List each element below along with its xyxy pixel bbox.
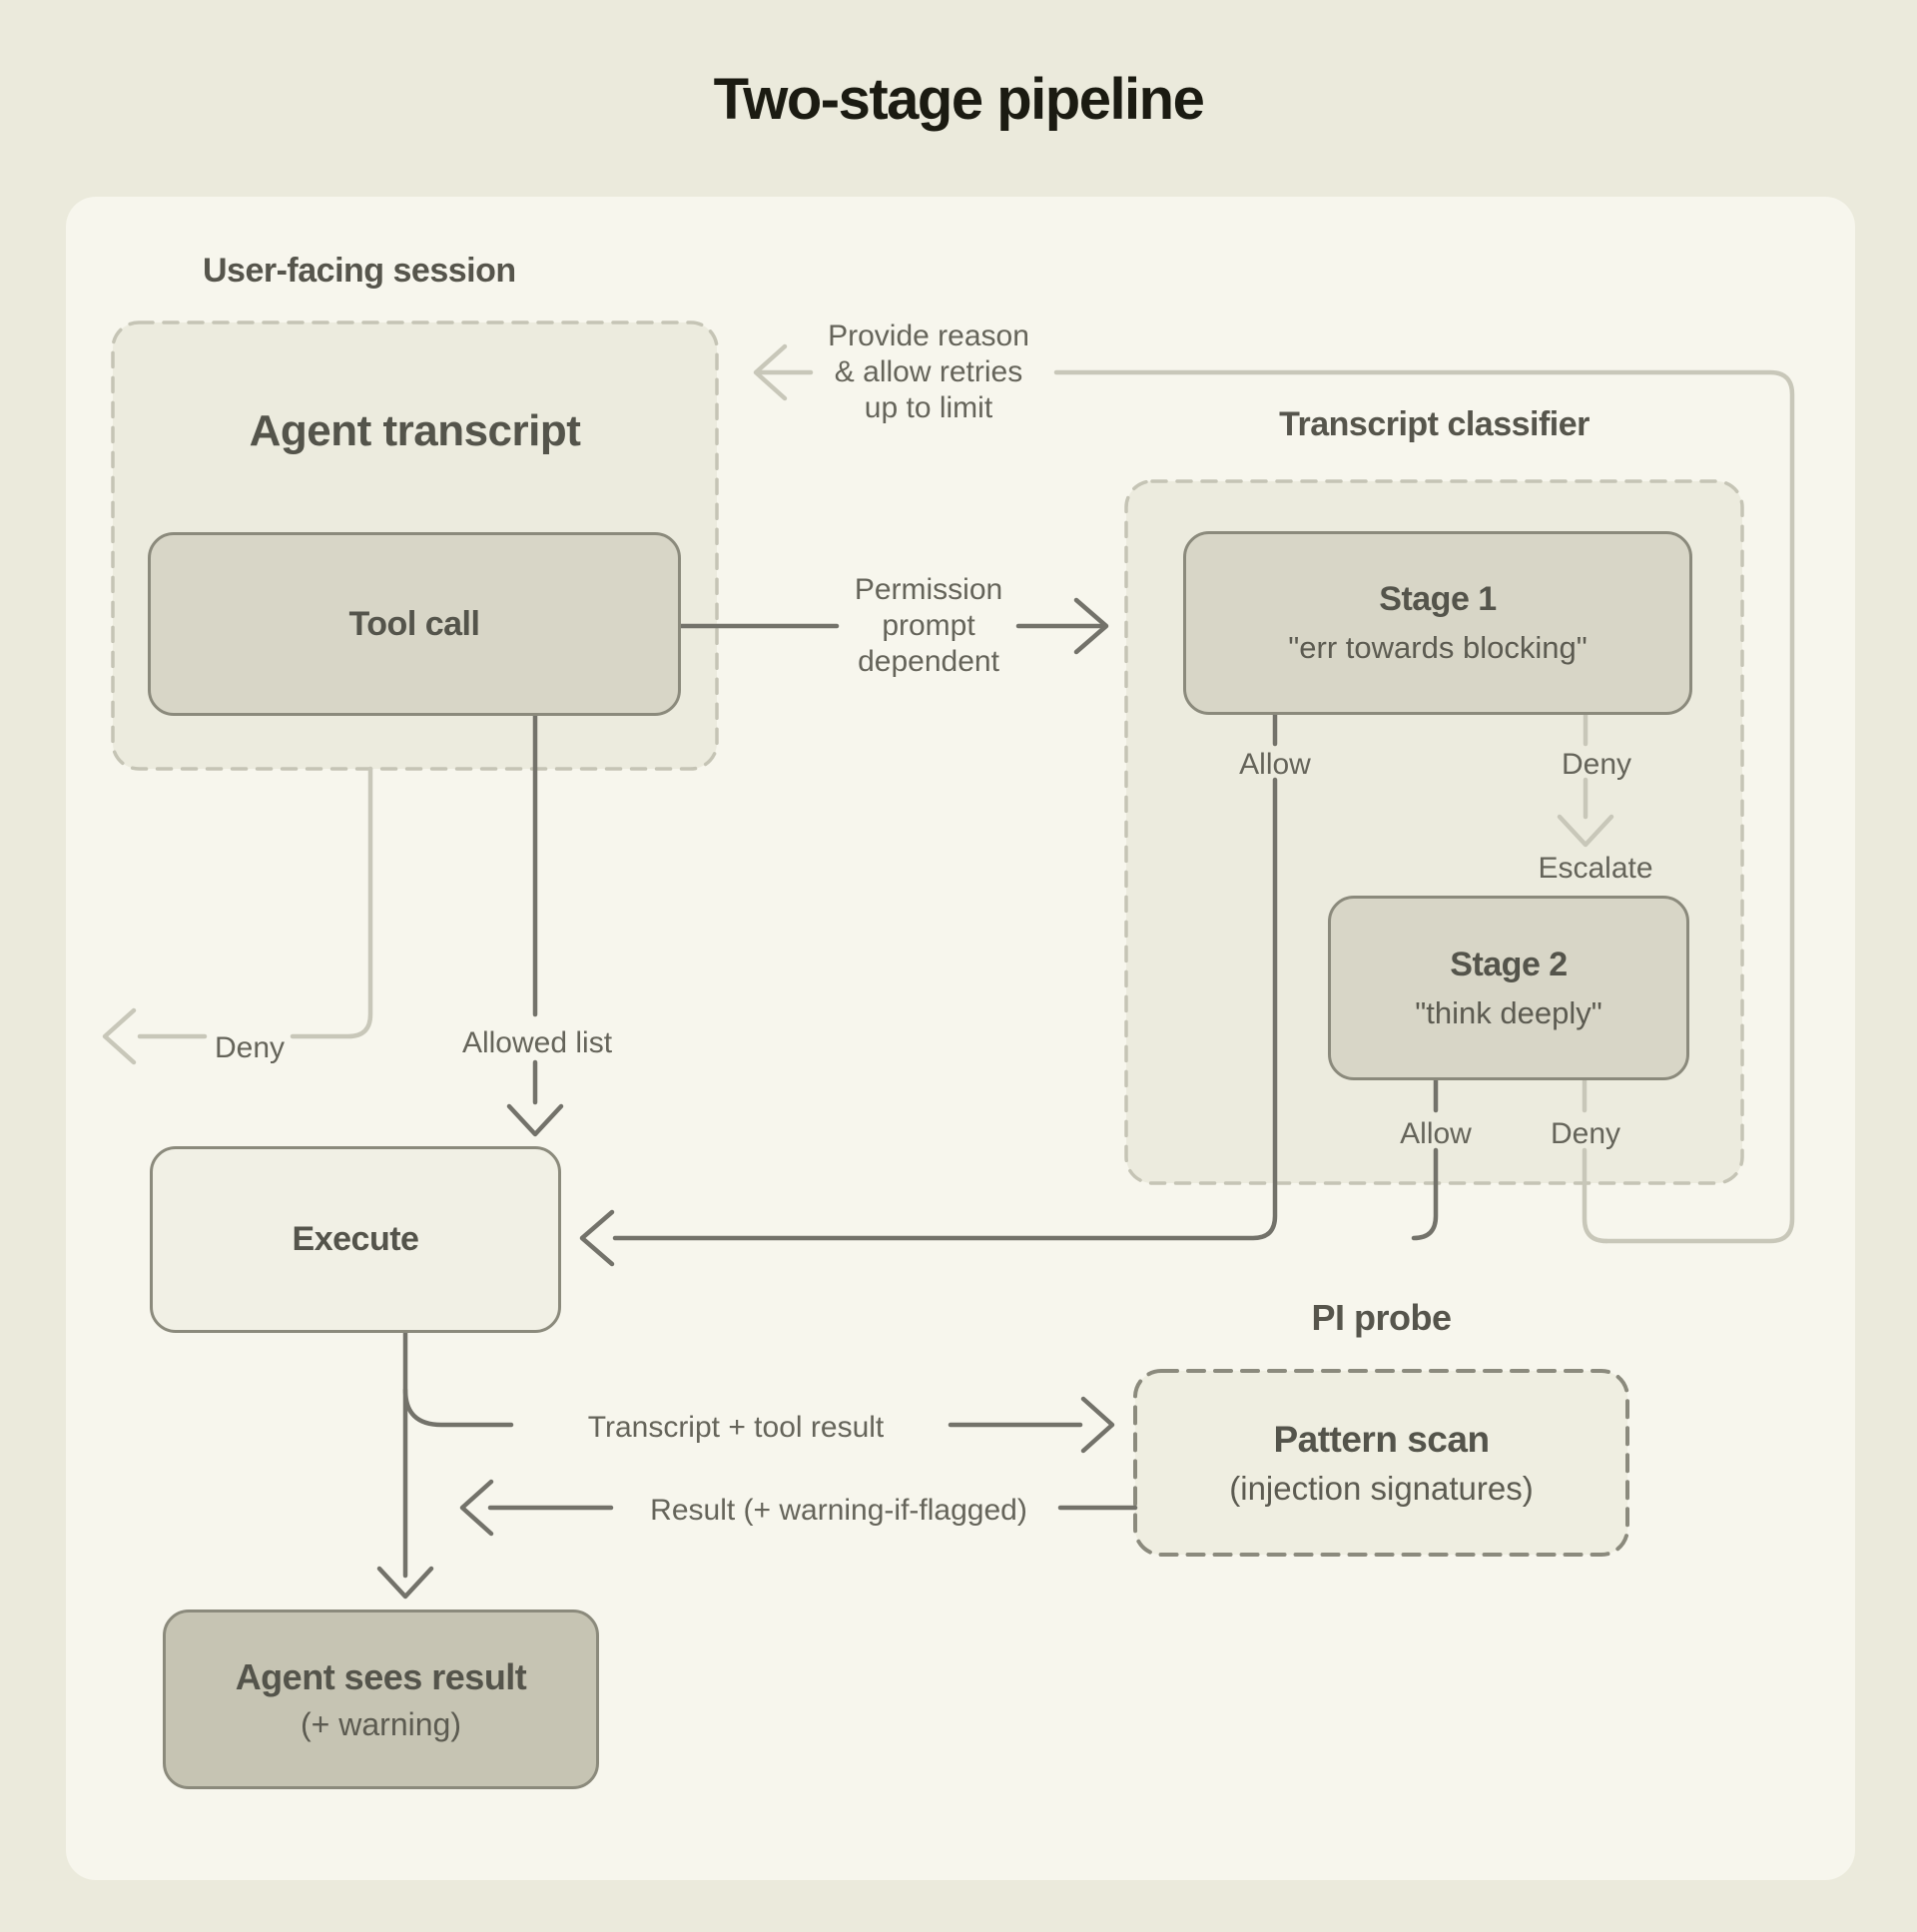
result-warning-label: Result (+ warning-if-flagged): [650, 1494, 1027, 1527]
pattern-scan-arrowhead-icon: [1080, 1396, 1115, 1454]
stage2-subtitle: "think deeply": [1415, 994, 1602, 1030]
permission-arrowhead-icon: [1073, 597, 1109, 655]
tool-call-title: Tool call: [348, 604, 480, 643]
pattern-scan-subtitle: (injection signatures): [1229, 1469, 1534, 1507]
stage1-allow-to-execute-line: [612, 777, 1278, 1241]
execute-in-arrowhead-icon: [579, 1209, 615, 1267]
stage2-title: Stage 2: [1450, 945, 1568, 983]
session-deny-arrowhead-icon: [102, 1007, 137, 1065]
stage1-node: Stage 1 "err towards blocking": [1183, 531, 1692, 715]
stage2-deny-elbow: [1582, 1147, 1609, 1244]
stage2-allow-label: Allow: [1400, 1117, 1472, 1150]
agent-sees-result-node: Agent sees result (+ warning): [163, 1610, 599, 1789]
stage1-allow-label: Allow: [1239, 748, 1311, 781]
provide-reason-label: Provide reason & allow retries up to lim…: [828, 320, 1029, 424]
agent-result-arrowhead-icon: [376, 1566, 434, 1600]
permission-label: Permission prompt dependent: [854, 573, 1003, 678]
stage2-deny-label: Deny: [1550, 1117, 1621, 1150]
agent-sees-result-subtitle: (+ warning): [301, 1705, 461, 1742]
transcript-tool-result-label: Transcript + tool result: [587, 1411, 885, 1444]
escalate-label: Escalate: [1538, 852, 1653, 885]
stage2-node: Stage 2 "think deeply": [1328, 896, 1689, 1080]
session-zone-label: User-facing session: [203, 252, 516, 290]
pattern-scan-node: Pattern scan (injection signatures): [1135, 1371, 1627, 1555]
escalate-arrowhead-icon: [1557, 814, 1614, 848]
transcript-branch-elbow: [402, 1387, 514, 1428]
session-deny-elbow: [290, 766, 373, 1039]
execute-node: Execute: [150, 1146, 561, 1333]
probe-zone-label: PI probe: [1311, 1297, 1452, 1338]
tool-call-node: Tool call: [148, 532, 681, 716]
stage1-title: Stage 1: [1379, 580, 1497, 618]
agent-sees-result-title: Agent sees result: [235, 1655, 527, 1697]
agent-transcript-heading: Agent transcript: [249, 406, 581, 455]
page-title: Two-stage pipeline: [713, 67, 1205, 132]
retry-feedback-loop-line: [1053, 369, 1795, 1244]
execute-title: Execute: [292, 1220, 419, 1258]
result-return-arrowhead-icon: [459, 1479, 494, 1537]
stage2-allow-elbow: [1411, 1147, 1439, 1241]
pattern-scan-title: Pattern scan: [1273, 1418, 1490, 1460]
allowed-list-arrowhead-icon: [506, 1103, 564, 1137]
classifier-zone-label: Transcript classifier: [1279, 405, 1590, 443]
allowed-list-label: Allowed list: [461, 1026, 613, 1059]
pattern-scan-box: [1133, 1369, 1629, 1557]
stage1-deny-label: Deny: [1561, 748, 1632, 781]
session-deny-label: Deny: [214, 1031, 286, 1064]
provide-reason-arrowhead-icon: [753, 343, 788, 401]
stage1-subtitle: "err towards blocking": [1288, 630, 1588, 665]
